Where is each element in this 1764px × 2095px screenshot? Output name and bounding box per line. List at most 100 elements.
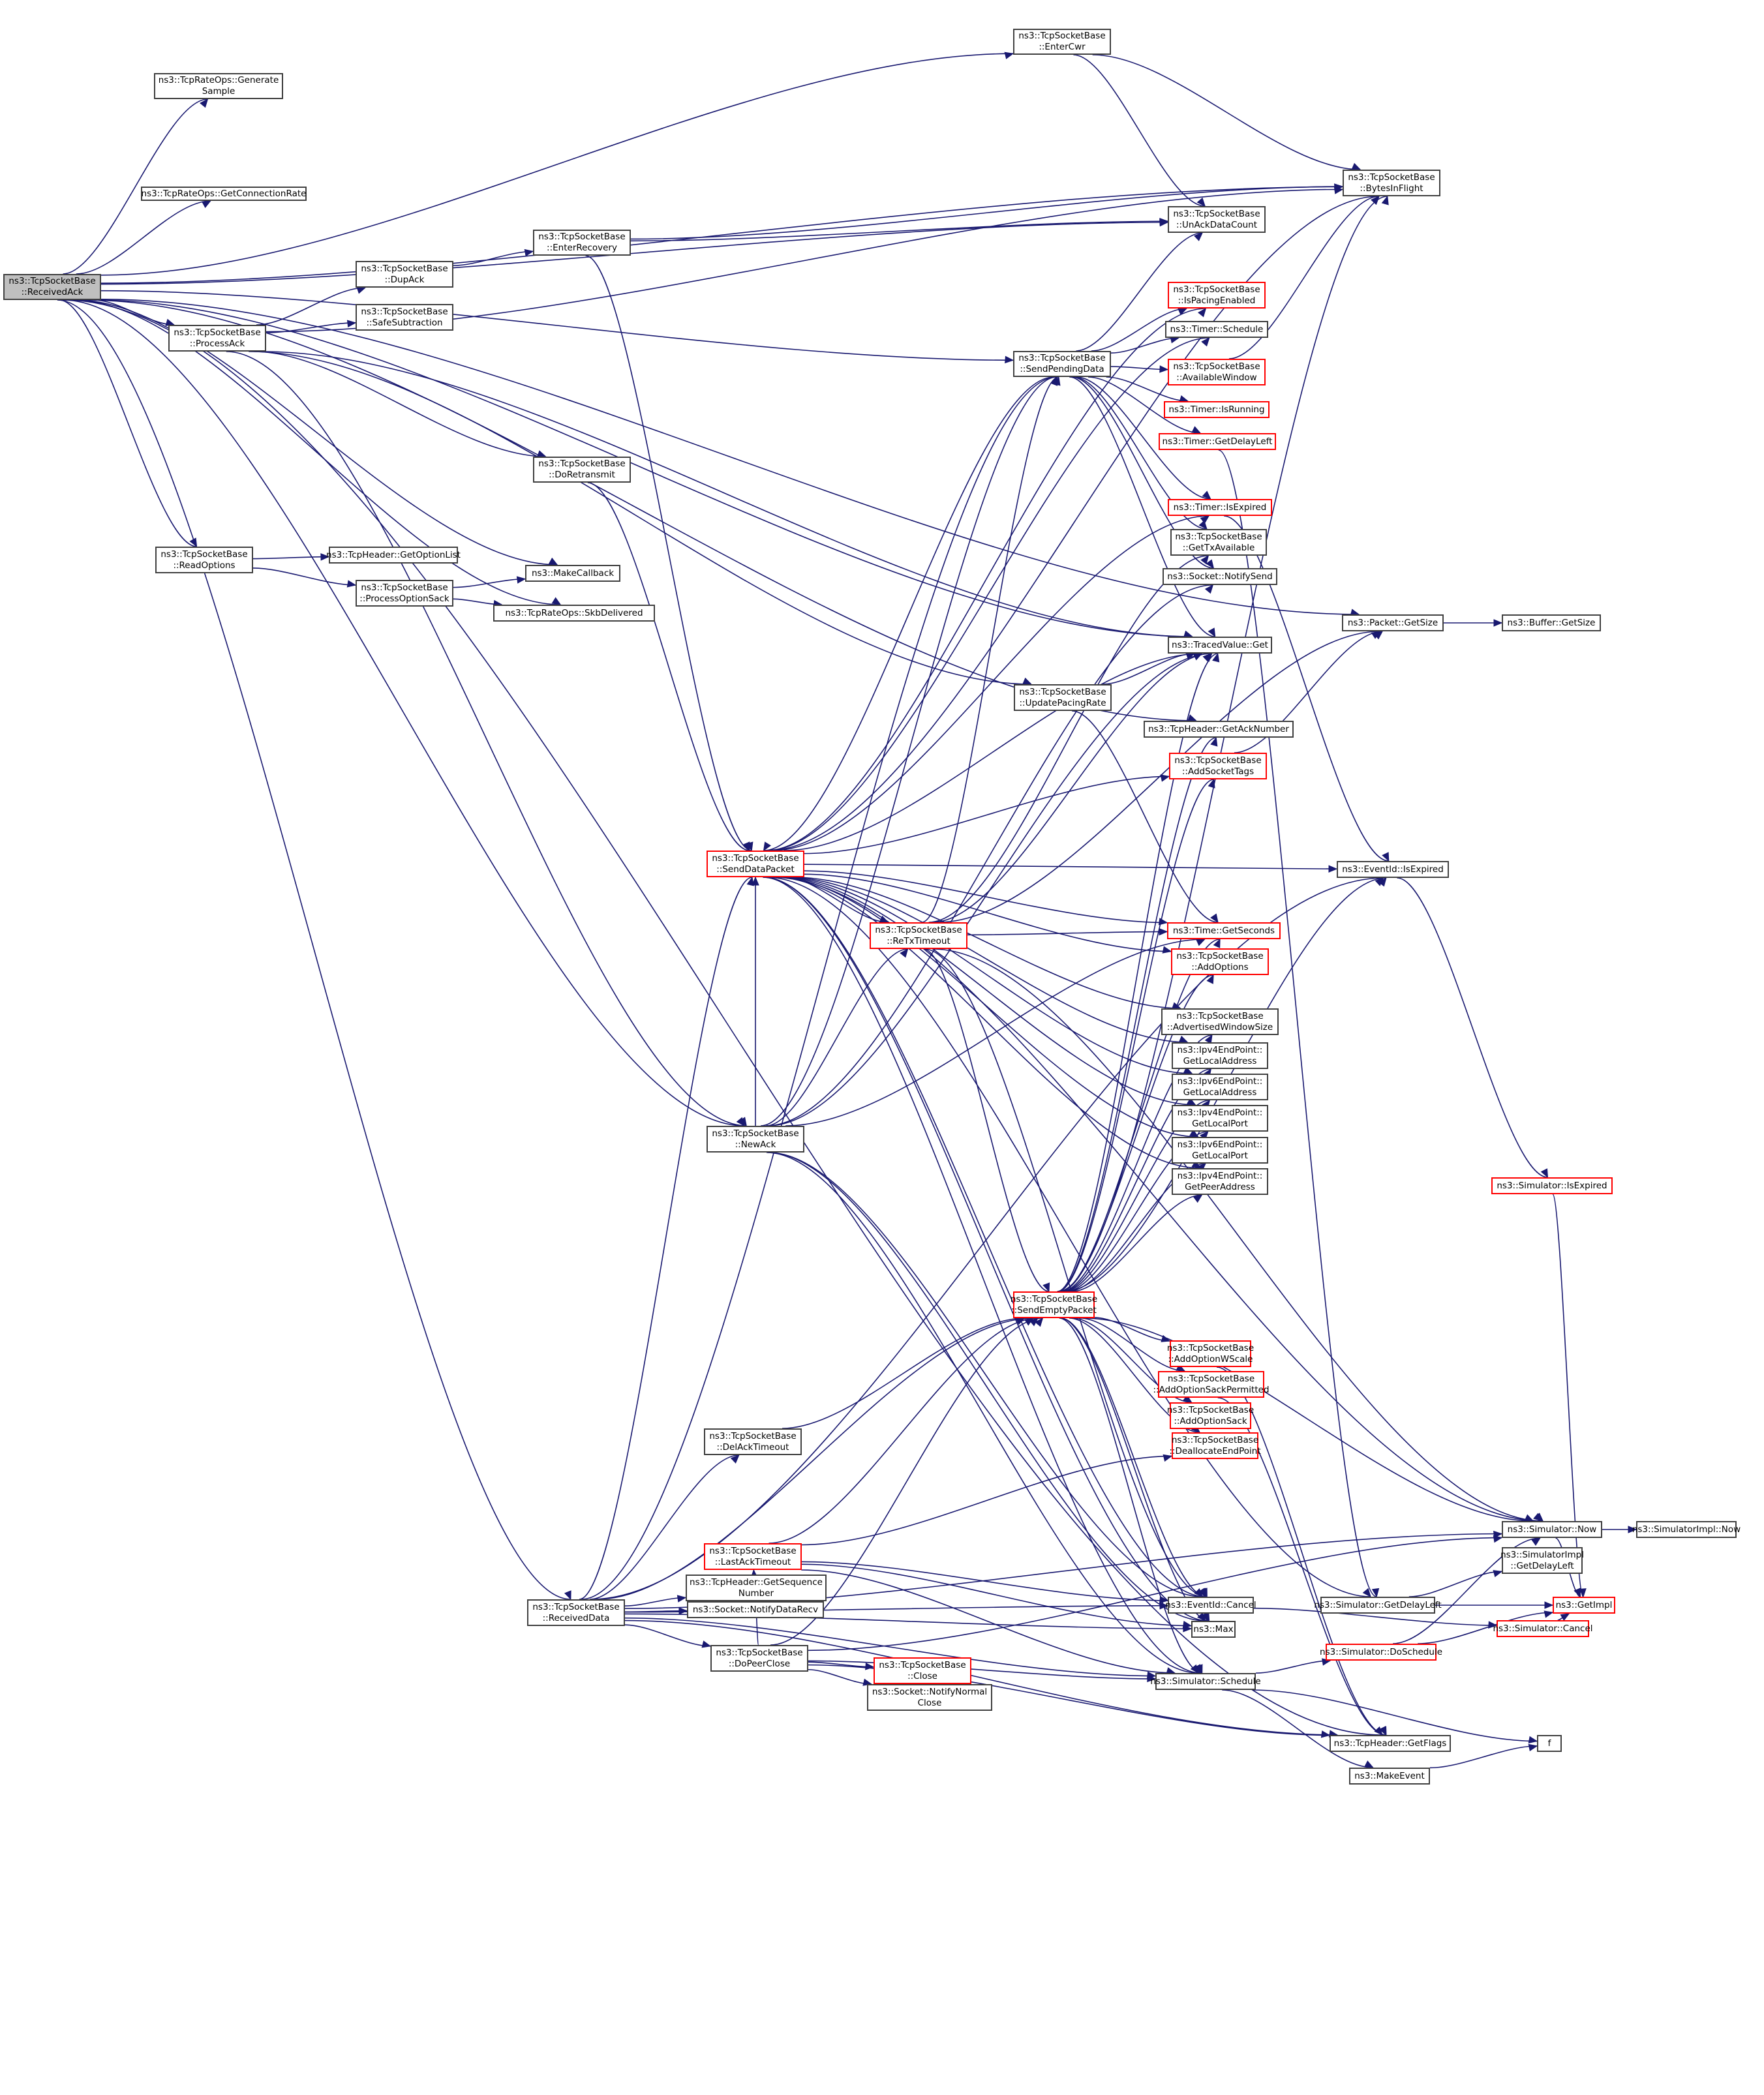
node-time-get-seconds[interactable]: ns3::Time::GetSeconds [1167,922,1281,939]
node-tcp-header-get-flags[interactable]: ns3::TcpHeader::GetFlags [1330,1735,1451,1752]
node-get-ack-number[interactable]: ns3::TcpHeader::GetAckNumber [1144,721,1294,738]
node-timer-get-delay-left[interactable]: ns3::Timer::GetDelayLeft [1159,433,1276,450]
node-notify-data-recv[interactable]: ns3::Socket::NotifyDataRecv [687,1601,824,1618]
node-send-empty-packet[interactable]: ns3::TcpSocketBase ::SendEmptyPacket [1011,1291,1097,1318]
edge-do-peer-close-to-simulator-schedule [808,1660,1156,1680]
node-label: ns3::TracedValue::Get [1172,639,1268,650]
node-ipv6-get-local-port[interactable]: ns3::Ipv6EndPoint:: GetLocalPort [1172,1137,1268,1164]
node-event-id-cancel[interactable]: ns3::EventId::Cancel [1165,1597,1256,1614]
edge-send-data-packet-to-bytes-in-flight [768,196,1379,851]
node-f[interactable]: f [1537,1735,1562,1752]
node-ipv6-get-local-address[interactable]: ns3::Ipv6EndPoint:: GetLocalAddress [1172,1074,1268,1100]
node-is-pacing-enabled[interactable]: ns3::TcpSocketBase ::IsPacingEnabled [1168,282,1266,309]
node-buffer-get-size[interactable]: ns3::Buffer::GetSize [1502,614,1601,631]
arrowhead-icon [1178,1035,1189,1043]
node-skb-delivered[interactable]: ns3::TcpRateOps::SkbDelivered [493,605,655,622]
node-timer-schedule[interactable]: ns3::Timer::Schedule [1165,321,1268,338]
edge-process-ack-to-do-retransmit [254,351,546,457]
node-notify-send[interactable]: ns3::Socket::NotifySend [1163,568,1277,585]
node-make-event[interactable]: ns3::MakeEvent [1349,1768,1430,1785]
node-get-connection-rate[interactable]: ns3::TcpRateOps::GetConnectionRate [141,187,307,201]
node-simulator-cancel[interactable]: ns3::Simulator::Cancel [1493,1620,1593,1637]
node-close[interactable]: ns3::TcpSocketBase ::Close [874,1657,971,1684]
node-available-window[interactable]: ns3::TcpSocketBase ::AvailableWindow [1168,359,1266,385]
edge-dup-ack-to-enter-recovery [453,250,534,266]
node-label: ns3::Ipv6EndPoint:: GetLocalPort [1177,1139,1263,1161]
node-enter-recovery[interactable]: ns3::TcpSocketBase ::EnterRecovery [533,230,631,256]
arrowhead-icon [1371,1588,1380,1598]
node-read-options[interactable]: ns3::TcpSocketBase ::ReadOptions [155,547,253,573]
node-generate-sample[interactable]: ns3::TcpRateOps::Generate Sample [154,73,283,99]
node-simulator-impl-get-delay-left[interactable]: ns3::SimulatorImpl ::GetDelayLeft [1500,1547,1584,1574]
node-add-socket-tags[interactable]: ns3::TcpSocketBase ::AddSocketTags [1169,753,1267,779]
node-do-peer-close[interactable]: ns3::TcpSocketBase ::DoPeerClose [710,1645,808,1672]
node-do-retransmit[interactable]: ns3::TcpSocketBase ::DoRetransmit [533,457,631,483]
node-new-ack[interactable]: ns3::TcpSocketBase ::NewAck [707,1126,804,1153]
node-timer-is-expired[interactable]: ns3::Timer::IsExpired [1168,499,1272,516]
node-dup-ack[interactable]: ns3::TcpSocketBase ::DupAck [356,261,453,288]
node-get-option-list[interactable]: ns3::TcpHeader::GetOptionList [326,547,461,564]
node-deallocate-end-point[interactable]: ns3::TcpSocketBase ::DeallocateEndPoint [1169,1432,1261,1459]
node-label: ns3::TcpSocketBase ::AdvertisedWindowSiz… [1166,1010,1273,1032]
node-ipv4-get-local-port[interactable]: ns3::Ipv4EndPoint:: GetLocalPort [1172,1105,1268,1132]
node-re-tx-timeout[interactable]: ns3::TcpSocketBase ::ReTxTimeout [870,922,967,949]
node-event-id-is-expired[interactable]: ns3::EventId::IsExpired [1337,861,1449,878]
node-simulator-do-schedule[interactable]: ns3::Simulator::DoSchedule [1320,1644,1442,1661]
arrowhead-icon [1528,1736,1538,1744]
edge-re-tx-timeout-to-time-get-seconds [967,931,1168,936]
edge-send-empty-packet-to-bytes-in-flight [1057,196,1388,1292]
node-get-sequence-number[interactable]: ns3::TcpHeader::GetSequence Number [686,1575,827,1601]
node-ipv4-get-peer-address[interactable]: ns3::Ipv4EndPoint:: GetPeerAddress [1172,1168,1268,1195]
node-del-ack-timeout[interactable]: ns3::TcpSocketBase ::DelAckTimeout [704,1428,802,1455]
node-simulator-is-expired[interactable]: ns3::Simulator::IsExpired [1491,1177,1613,1194]
edge-add-socket-tags-to-packet-get-size [1234,631,1383,753]
edge-event-id-cancel-to-simulator-cancel [1253,1607,1497,1626]
node-enter-cwr[interactable]: ns3::TcpSocketBase ::EnterCwr [1013,29,1111,55]
node-add-option-wscale[interactable]: ns3::TcpSocketBase ::AddOptionWScale [1167,1340,1254,1367]
node-simulator-schedule[interactable]: ns3::Simulator::Schedule [1150,1673,1261,1690]
node-label: ns3::MakeEvent [1354,1770,1425,1781]
node-send-pending-data[interactable]: ns3::TcpSocketBase ::SendPendingData [1013,351,1111,377]
node-packet-get-size[interactable]: ns3::Packet::GetSize [1342,614,1444,631]
node-last-ack-timeout[interactable]: ns3::TcpSocketBase ::LastAckTimeout [704,1543,802,1570]
arrowhead-icon [1210,913,1219,924]
node-add-option-sack[interactable]: ns3::TcpSocketBase ::AddOptionSack [1167,1402,1254,1429]
node-notify-normal-close[interactable]: ns3::Socket::NotifyNormal Close [867,1684,992,1711]
node-add-option-sack-permitted[interactable]: ns3::TcpSocketBase ::AddOptionSackPermit… [1153,1371,1270,1398]
node-simulator-now[interactable]: ns3::Simulator::Now [1502,1521,1602,1538]
arrowhead-icon [548,557,558,565]
edge-last-ack-timeout-to-max [801,1563,1192,1627]
node-simulator-impl-now[interactable]: ns3::SimulatorImpl::Now [1632,1521,1741,1538]
node-add-options[interactable]: ns3::TcpSocketBase ::AddOptions [1171,948,1269,975]
node-get-impl[interactable]: ns3::GetImpl [1553,1597,1615,1614]
node-received-data[interactable]: ns3::TcpSocketBase ::ReceivedData [527,1599,625,1626]
node-process-ack[interactable]: ns3::TcpSocketBase ::ProcessAck [168,325,266,352]
arrowhead-icon [1191,426,1202,434]
edge-received-ack-to-read-options [59,299,197,547]
node-label: ns3::EventId::IsExpired [1342,864,1444,875]
node-label: ns3::Timer::Schedule [1170,324,1264,335]
arrowhead-icon [677,1595,687,1603]
node-get-tx-available[interactable]: ns3::TcpSocketBase ::GetTxAvailable [1170,529,1267,556]
edge-send-data-packet-to-is-pacing-enabled [766,308,1206,851]
node-un-ack-data-count[interactable]: ns3::TcpSocketBase ::UnAckDataCount [1168,206,1266,233]
node-process-option-sack[interactable]: ns3::TcpSocketBase ::ProcessOptionSack [356,580,453,607]
node-safe-subtraction[interactable]: ns3::TcpSocketBase ::SafeSubtraction [356,304,453,331]
edge-received-data-to-do-peer-close [624,1624,711,1647]
node-label: ns3::Socket::NotifyNormal Close [872,1686,988,1708]
node-received-ack[interactable]: ns3::TcpSocketBase ::ReceivedAck [3,274,101,300]
node-update-pacing-rate[interactable]: ns3::TcpSocketBase ::UpdatePacingRate [1014,684,1112,711]
node-max[interactable]: ns3::Max [1191,1621,1236,1638]
node-simulator-get-delay-left[interactable]: ns3::Simulator::GetDelayLeft [1314,1597,1442,1614]
arrowhead-icon [1213,938,1221,948]
edge-received-data-to-event-id-is-expired [590,877,1384,1600]
node-advertised-window-size[interactable]: ns3::TcpSocketBase ::AdvertisedWindowSiz… [1161,1008,1279,1035]
node-timer-is-running[interactable]: ns3::Timer::IsRunning [1164,401,1270,418]
edge-new-ack-to-send-pending-data [761,376,1057,1126]
node-send-data-packet[interactable]: ns3::TcpSocketBase ::SendDataPacket [707,851,804,877]
node-make-callback[interactable]: ns3::MakeCallback [525,565,620,582]
node-traced-value-get[interactable]: ns3::TracedValue::Get [1168,637,1272,654]
node-ipv4-get-local-address[interactable]: ns3::Ipv4EndPoint:: GetLocalAddress [1172,1042,1268,1069]
node-bytes-in-flight[interactable]: ns3::TcpSocketBase ::BytesInFlight [1343,170,1440,196]
arrowhead-icon [1193,1194,1203,1203]
